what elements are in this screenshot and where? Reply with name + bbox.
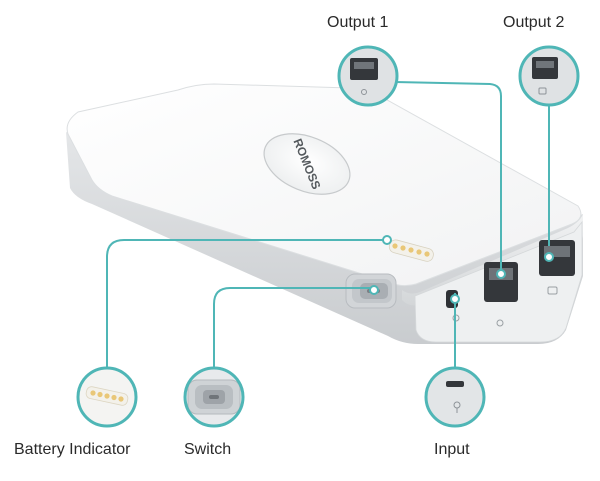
output-1-label: Output 1 bbox=[327, 14, 389, 31]
battery-indicator-label: Battery Indicator bbox=[14, 441, 131, 458]
usb-output-2-port bbox=[539, 240, 575, 295]
input-label: Input bbox=[434, 441, 470, 458]
input-zoom bbox=[424, 366, 486, 428]
battery-indicator-zoom bbox=[76, 366, 138, 428]
brand-logo: ROMOSS bbox=[263, 133, 351, 195]
output-2-label: Output 2 bbox=[503, 14, 565, 31]
front-face bbox=[402, 214, 584, 306]
output-1-zoom bbox=[337, 45, 399, 107]
battery-indicator-leds bbox=[388, 239, 434, 262]
output-2-zoom bbox=[518, 45, 580, 107]
switch-zoom bbox=[183, 366, 245, 428]
callout-dots bbox=[369, 235, 554, 304]
switch-label: Switch bbox=[184, 441, 232, 458]
callout-lines bbox=[106, 81, 550, 368]
power-bank-body: ROMOSS bbox=[66, 83, 584, 344]
